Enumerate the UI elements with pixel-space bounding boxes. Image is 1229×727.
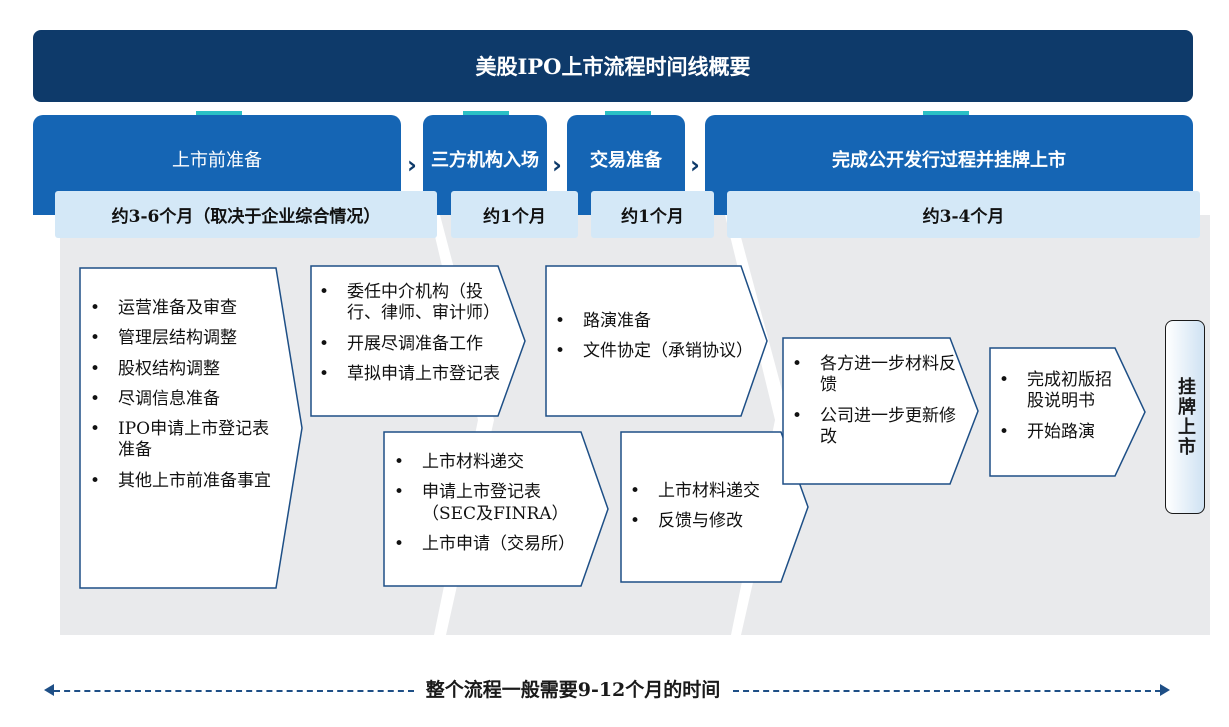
card-third-party-top: 委任中介机构（投行、律师、审计师） 开展尽调准备工作 草拟申请上市登记表 [313,282,513,394]
list-item: 股权结构调整 [90,359,284,381]
list-item: 上市材料递交 [630,481,804,503]
list-item: 公司进一步更新修改 [792,406,956,449]
arrow-right-icon [1160,684,1170,696]
phase-label: 三方机构入场 [431,150,539,171]
list-item: 草拟申请上市登记表 [319,364,513,386]
chevron-right-icon: › [552,151,562,179]
list-item: 文件协定（承销协议） [555,341,759,363]
phase-label: 完成公开发行过程并挂牌上市 [832,150,1066,171]
card-trade-top: 路演准备 文件协定（承销协议） [549,311,759,372]
chevron-right-icon: › [407,151,417,179]
list-item: 管理层结构调整 [90,328,284,350]
timeline-line-right [733,690,1161,692]
timeline-line-left [54,690,414,692]
list-item: 开展尽调准备工作 [319,334,513,356]
list-item: 委任中介机构（投行、律师、审计师） [319,282,513,325]
tab-accent [923,111,969,117]
list-item: 申请上市登记表（SEC及FINRA） [394,482,592,525]
list-item: 上市申请（交易所） [394,534,592,556]
duration-listing: 约3-4个月 [727,191,1200,238]
list-item: 上市材料递交 [394,452,592,474]
list-item: 尽调信息准备 [90,389,284,411]
duration-prep: 约3-6个月（取决于企业综合情况） [55,191,437,238]
card-final-2: 完成初版招股说明书 开始路演 [993,370,1118,452]
arrow-left-icon [44,684,54,696]
page-title: 美股IPO上市流程时间线概要 [33,30,1193,102]
phase-label: 上市前准备 [172,150,262,171]
listing-box: 挂牌上市 [1165,320,1205,514]
tab-accent [463,111,509,117]
list-item: 各方进一步材料反馈 [792,354,956,397]
list-item: 开始路演 [999,422,1118,444]
footer-note: 整个流程一般需要9-12个月的时间 [420,675,726,702]
card-prep: 运营准备及审查 管理层结构调整 股权结构调整 尽调信息准备 IPO申请上市登记表… [84,298,284,501]
phase-label: 交易准备 [590,150,662,171]
card-final-1: 各方进一步材料反馈 公司进一步更新修改 [786,354,956,457]
tab-accent [196,111,242,117]
list-item: IPO申请上市登记表准备 [90,419,284,462]
tab-accent [605,111,651,117]
list-item: 完成初版招股说明书 [999,370,1118,413]
card-third-party-bottom: 上市材料递交 申请上市登记表（SEC及FINRA） 上市申请（交易所） [388,452,592,564]
list-item: 其他上市前准备事宜 [90,471,284,493]
list-item: 反馈与修改 [630,511,804,533]
card-trade-bottom: 上市材料递交 反馈与修改 [624,481,804,542]
list-item: 运营准备及审查 [90,298,284,320]
list-item: 路演准备 [555,311,759,333]
duration-third-party: 约1个月 [451,191,578,238]
chevron-right-icon: › [690,151,700,179]
duration-trade: 约1个月 [591,191,714,238]
